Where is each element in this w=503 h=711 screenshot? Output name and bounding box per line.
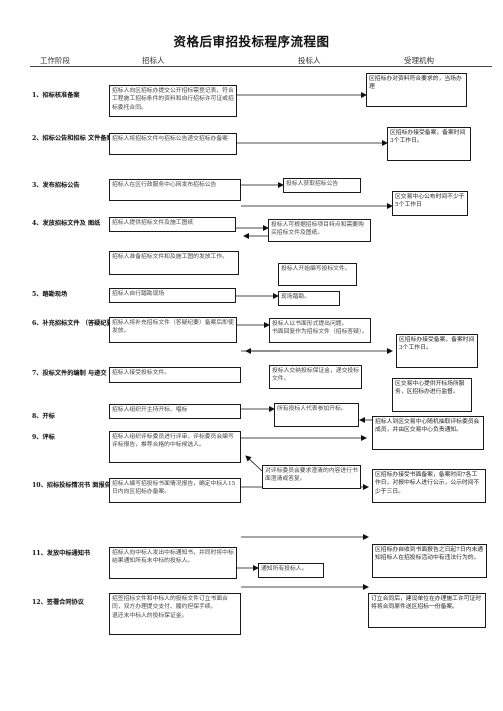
column-header-tenderer: 招标人 — [142, 56, 165, 65]
authority-step-box: 区招标办接受书面备案，备案时间7各工作日，对报中标人进行公示，公示时间不少于三日… — [372, 469, 486, 503]
tenderer-step-box: 招标人自行踏勘现场 — [109, 288, 236, 303]
tenderer-step-box: 招标人向中标人发出中标通知书，并同时将中标结果通知所有未中标的投标人。 — [109, 547, 237, 579]
bidder-step-box: 投标人以书面形式提出问题。 书面回复作为招标文件（招标答疑）。 — [269, 318, 371, 343]
bidder-step-box: 投标人可根据招标项目特点和需要购买招标文件及图纸。 — [268, 219, 371, 242]
stage-label: 5、踏勘现场 — [32, 291, 68, 298]
stage-label: 11、发放中标通知书 — [32, 550, 91, 557]
stage-label: 4、发放招标文件及 图纸 — [32, 220, 101, 227]
tenderer-step-box: 招标人准备招标文件和及施工图的发放工作。 — [109, 251, 239, 275]
authority-step-box: 区交易中心提供开标场所服务，区招标办进行监督。 — [392, 378, 472, 412]
column-header-authority: 受理机构 — [404, 56, 434, 65]
tenderer-step-box: 招标人接受投标文件。 — [109, 367, 241, 383]
stage-label: 3、发布招标公告 — [32, 182, 80, 189]
page-title: 资格后审招投标程序流程图 — [173, 34, 330, 49]
bidder-step-box: 投标人交纳投标保证金，递交投标文件。 — [269, 365, 362, 389]
tenderer-step-box: 招标人组织评标委员进行评审，评标委员会编写评标报告，推荐合格的中标候选人。 — [109, 431, 241, 463]
tenderer-step-box: 招标人提供招标文件及施工图纸 — [109, 217, 236, 232]
authority-step-box: 区招标办接受备案，备案时间3个工作日。 — [387, 127, 471, 161]
header-divider — [30, 66, 492, 67]
stage-label: 10、招标投标情况书 面报告及备案 — [32, 482, 130, 489]
bidder-step-box: 所有投标人代表参加开标。 — [274, 403, 359, 427]
stage-label: 12、签署合同协议 — [32, 599, 84, 606]
stage-label: 7、投标文件的编制 与递交 — [32, 370, 107, 377]
bidder-step-box: 通知所有投标人。 — [258, 563, 324, 578]
authority-step-box: 招标人到区交易中心随机抽取评标委员会成员，并由区交易中心负责通知。 — [372, 416, 484, 450]
stage-label: 1、招标核准备案 — [32, 92, 80, 99]
bidder-step-box: 投标人获取招标公告 — [283, 178, 361, 193]
stage-label: 2、招标公告和招标 文件备案 — [32, 135, 113, 142]
stage-label: 9、评标 — [32, 434, 55, 441]
tenderer-step-box: 招标人将补充招标文件（答疑纪要）备案后即使发放。 — [109, 317, 237, 343]
tenderer-step-box: 招签招标文件和中标人的投标文件订立书面合同，双方办理提交支付、履约担保手续。 退… — [109, 593, 241, 635]
tenderer-step-box: 招标人组织开主持开标、唱标 — [109, 404, 241, 419]
tenderer-step-box: 招标人在区行政服务中心网发布招标公告 — [109, 179, 241, 201]
bidder-step-box: 现场踏勘。 — [278, 291, 340, 306]
tenderer-step-box: 招标人向区招标办提交公开招标需登记表、符合工程施工招标条件的资料和自行招标许可证… — [109, 85, 237, 117]
authority-step-box: 区招标办对资料符合要求的，当场办理 — [366, 73, 467, 107]
column-header-bidder: 投标人 — [298, 56, 321, 65]
authority-step-box: 订立合同后，建设单位在办理施工许可证时将将合同原件送区招标一份备案。 — [368, 593, 486, 628]
authority-step-box: 区交易中心公布时间不少于5个工作日 — [392, 191, 468, 216]
tenderer-step-box: 招标人编写招投标书面情况报告，确定中标人15日内向区招标办备案。 — [109, 478, 241, 503]
authority-step-box: 区招标办接受备案，备案时间3个工作日。 — [396, 334, 478, 368]
stage-label: 8、开标 — [32, 413, 55, 420]
column-header-stage: 工作阶段 — [40, 56, 70, 65]
tenderer-step-box: 招标人将招标文件与招标公告递交招标办备案 — [109, 133, 237, 155]
bidder-step-box: 投标人开始编写投标文件。 — [278, 263, 357, 286]
stage-label: 6、补充招标文件 （答疑纪要） — [32, 320, 119, 327]
authority-step-box: 区招标办自收到书面报告之日起7日内未通知招标人在招投标活动中有违法行为的。 — [372, 544, 487, 578]
bidder-step-box: 对评标委员会要求澄清的内容进行书面澄清或答复。 — [262, 465, 361, 489]
